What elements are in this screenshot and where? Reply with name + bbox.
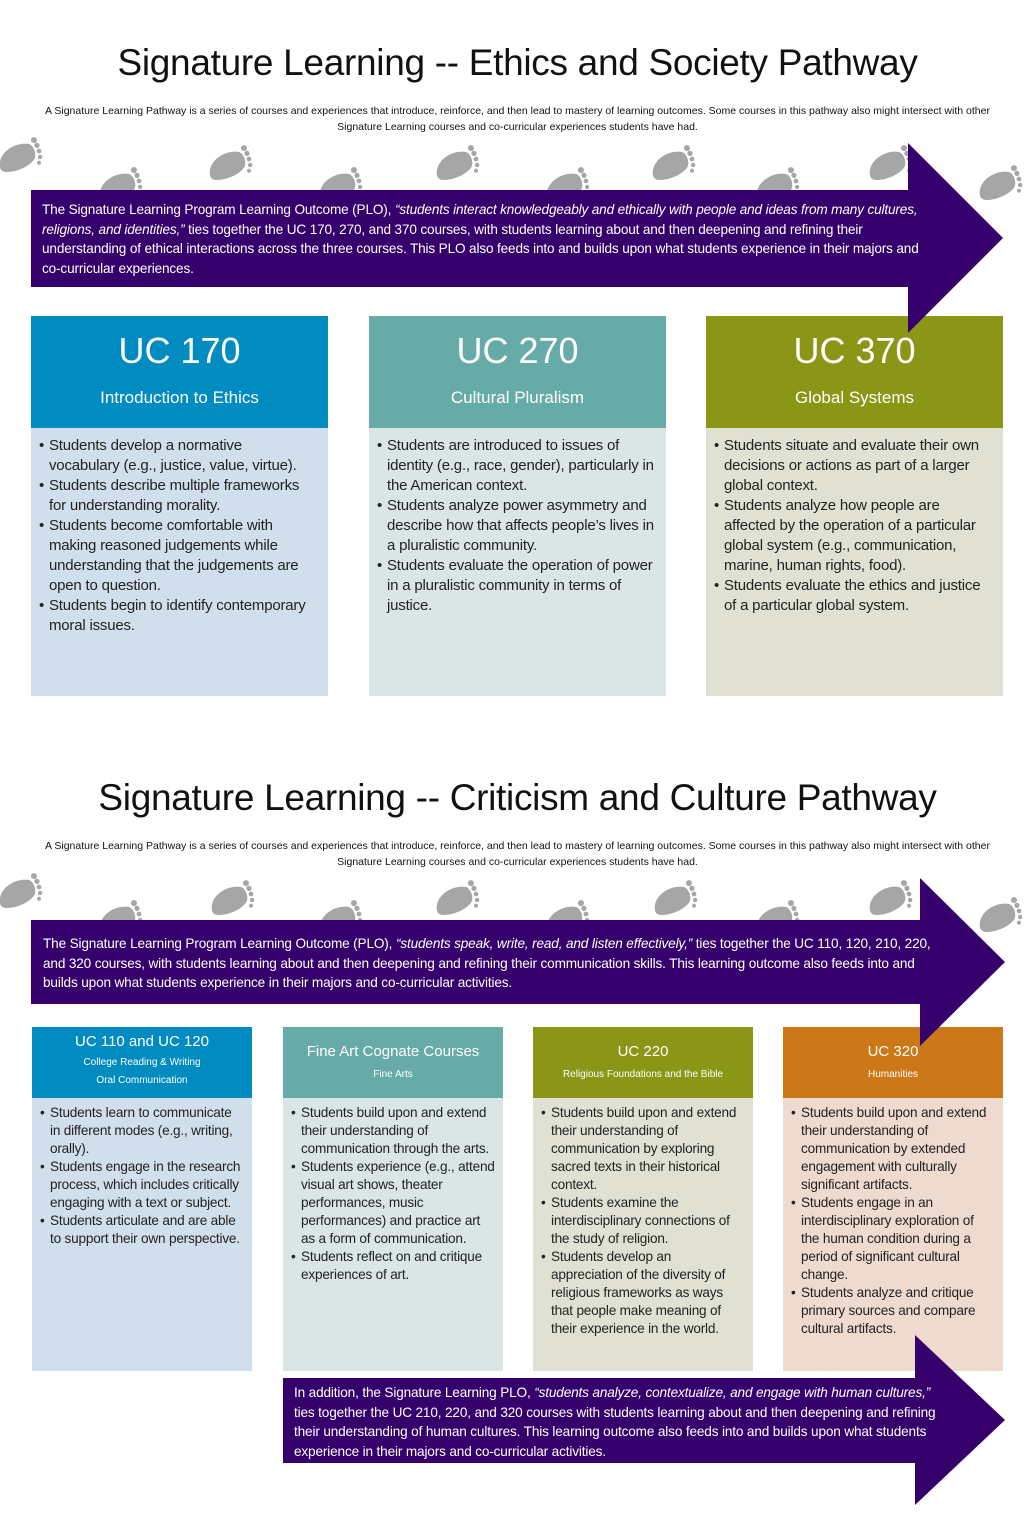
course-code: UC 220	[617, 1043, 669, 1060]
course-code: UC 110 and UC 120	[75, 1033, 209, 1050]
outcome-item: Students build upon and extend their und…	[541, 1104, 745, 1194]
course-code: UC 270	[456, 330, 579, 371]
course-card-body: Students build upon and extend their und…	[283, 1098, 503, 1371]
plo-intro: The Signature Learning Program Learning …	[42, 202, 395, 217]
course-card-body: Students build upon and extend their und…	[533, 1098, 753, 1371]
outcome-item: Students begin to identify contemporary …	[39, 596, 316, 636]
outcome-list: Students are introduced to issues of ide…	[377, 436, 654, 616]
plo-quote: “students analyze, contextualize, and en…	[534, 1385, 931, 1400]
outcome-item: Students articulate and are able to supp…	[40, 1212, 244, 1248]
outcome-item: Students analyze and critique primary so…	[791, 1284, 995, 1338]
outcome-item: Students build upon and extend their und…	[291, 1104, 495, 1158]
course-card-body: Students develop a normative vocabulary …	[31, 428, 328, 696]
outcome-item: Students analyze power asymmetry and des…	[377, 496, 654, 556]
footprint-icon	[869, 145, 913, 180]
course-name: Humanities	[867, 1069, 919, 1080]
footprint-icon	[436, 880, 480, 915]
course-name: College Reading & Writing	[83, 1057, 201, 1068]
footprint-icon	[211, 880, 255, 915]
outcome-item: Students build upon and extend their und…	[791, 1104, 995, 1194]
footprint-icon	[0, 137, 43, 172]
outcome-item: Students experience (e.g., attend visual…	[291, 1158, 495, 1248]
footprint-icon	[0, 873, 43, 908]
outcome-item: Students evaluate the operation of power…	[377, 556, 654, 616]
footprint-icon	[209, 145, 253, 180]
outcome-list: Students learn to communicate in differe…	[40, 1104, 244, 1248]
outcome-item: Students learn to communicate in differe…	[40, 1104, 244, 1158]
footprint-icon	[436, 145, 480, 180]
course-name: Introduction to Ethics	[100, 388, 259, 407]
footprint-icon	[979, 897, 1023, 932]
plo-intro: In addition, the Signature Learning PLO,	[294, 1385, 535, 1400]
ethics-pathway-title: Signature Learning -- Ethics and Society…	[117, 42, 918, 83]
outcome-item: Students examine the interdisciplinary c…	[541, 1194, 745, 1248]
criticism-plo-text: The Signature Learning Program Learning …	[43, 934, 938, 993]
outcome-list: Students build upon and extend their und…	[291, 1104, 495, 1284]
course-name: Fine Arts	[373, 1069, 413, 1080]
course-card-body: Students learn to communicate in differe…	[32, 1098, 252, 1371]
course-code: UC 370	[793, 330, 916, 371]
outcome-item: Students develop an appreciation of the …	[541, 1248, 745, 1338]
footprint-icon	[654, 880, 698, 915]
human-cultures-plo-text: In addition, the Signature Learning PLO,…	[294, 1383, 944, 1461]
course-code: UC 170	[118, 330, 241, 371]
ethics-pathway-description: A Signature Learning Pathway is a series…	[45, 105, 990, 133]
outcome-list: Students situate and evaluate their own …	[714, 436, 991, 616]
footprint-icon	[979, 165, 1023, 200]
course-name: Religious Foundations and the Bible	[562, 1069, 724, 1080]
outcome-list: Students develop a normative vocabulary …	[39, 436, 316, 636]
criticism-pathway-title: Signature Learning -- Criticism and Cult…	[98, 777, 937, 818]
outcome-item: Students engage in an interdisciplinary …	[791, 1194, 995, 1284]
outcome-item: Students evaluate the ethics and justice…	[714, 576, 991, 616]
criticism-pathway-description: A Signature Learning Pathway is a series…	[45, 840, 990, 868]
outcome-item: Students are introduced to issues of ide…	[377, 436, 654, 496]
outcome-item: Students engage in the research process,…	[40, 1158, 244, 1212]
footprint-icon	[652, 145, 696, 180]
course-name-secondary: Oral Communication	[96, 1075, 188, 1086]
course-code: Fine Art Cognate Courses	[306, 1043, 480, 1060]
outcome-list: Students build upon and extend their und…	[541, 1104, 745, 1338]
course-card-body: Students are introduced to issues of ide…	[369, 428, 666, 696]
outcome-item: Students reflect on and critique experie…	[291, 1248, 495, 1284]
plo-rest: ties together the UC 210, 220, and 320 c…	[294, 1404, 936, 1459]
course-name: Global Systems	[794, 388, 915, 407]
course-card-body: Students build upon and extend their und…	[783, 1098, 1003, 1371]
outcome-item: Students describe multiple frameworks fo…	[39, 476, 316, 516]
course-name: Cultural Pluralism	[450, 388, 585, 407]
course-code: UC 320	[867, 1043, 919, 1060]
course-card-body: Students situate and evaluate their own …	[706, 428, 1003, 696]
outcome-item: Students analyze how people are affected…	[714, 496, 991, 576]
outcome-item: Students become comfortable with making …	[39, 516, 316, 596]
outcome-list: Students build upon and extend their und…	[791, 1104, 995, 1338]
ethics-plo-text: The Signature Learning Program Learning …	[42, 200, 922, 278]
footprint-icon	[869, 880, 913, 915]
outcome-item: Students develop a normative vocabulary …	[39, 436, 316, 476]
outcome-item: Students situate and evaluate their own …	[714, 436, 991, 496]
plo-intro: The Signature Learning Program Learning …	[43, 936, 396, 951]
plo-quote: “students speak, write, read, and listen…	[395, 936, 693, 951]
